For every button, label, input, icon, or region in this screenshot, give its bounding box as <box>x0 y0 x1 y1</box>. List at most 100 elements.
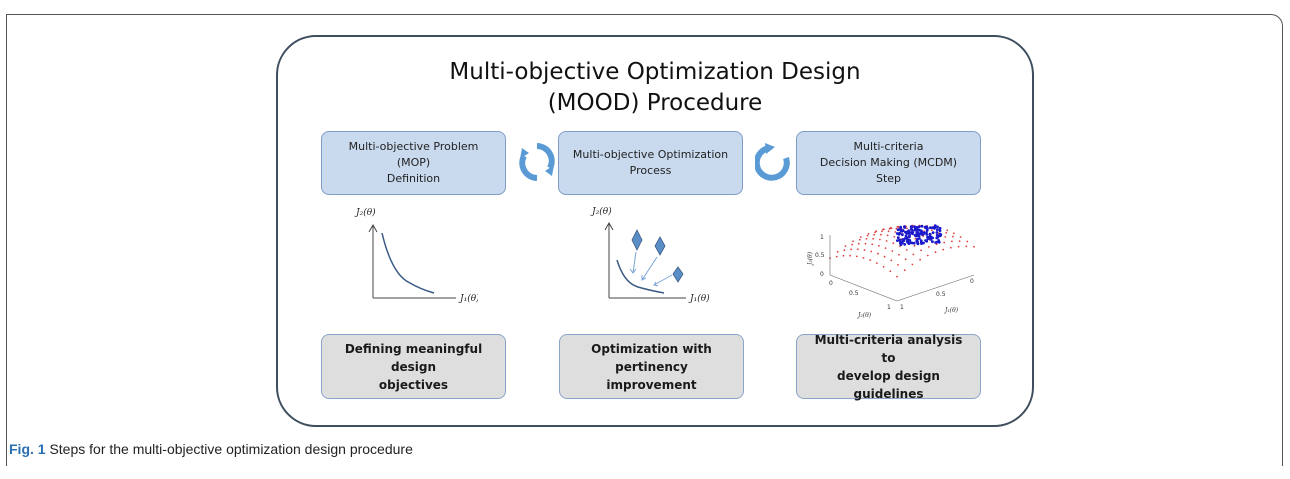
y-axis-label: J₂(θ) <box>590 206 612 217</box>
pareto-point <box>935 231 939 234</box>
surface-point <box>944 236 947 238</box>
surface-point <box>881 230 883 233</box>
result-label-line: pertinency improvement <box>606 359 697 392</box>
pareto-point <box>904 230 907 234</box>
pareto-point <box>938 229 942 233</box>
surface-point <box>906 227 908 230</box>
pareto-point <box>903 225 906 228</box>
pareto-point <box>896 228 900 232</box>
surface-point <box>882 228 884 231</box>
pareto-point <box>913 228 917 232</box>
pareto-point <box>912 241 916 245</box>
solution-diamond <box>672 266 684 283</box>
pareto-point <box>915 231 919 235</box>
surface-point <box>952 235 954 238</box>
caption-label: Fig. 1 <box>9 441 46 457</box>
step-optimization-process: Multi-objective Optimization Process <box>558 131 743 195</box>
pareto-point <box>916 242 920 246</box>
pareto-point <box>927 235 931 239</box>
surface-point <box>926 254 929 257</box>
surface-point <box>869 259 872 261</box>
pareto-point <box>935 228 939 232</box>
surface-point <box>865 238 868 240</box>
y-tick: 1 <box>900 304 904 311</box>
pareto-point <box>917 225 921 229</box>
figure-frame <box>6 14 1283 466</box>
y-axis-arrow <box>604 221 614 231</box>
surface-point <box>951 240 953 243</box>
pareto-point <box>901 233 904 237</box>
surface-point <box>844 245 847 247</box>
surface-point <box>882 265 885 268</box>
pareto-point <box>896 239 899 242</box>
step-label-line: Multi-objective Optimization <box>572 148 729 161</box>
z-tick: 0 <box>820 271 824 278</box>
surface-point <box>927 246 930 248</box>
surface-point <box>950 246 952 249</box>
surface-point <box>872 237 875 240</box>
surface-point <box>863 249 866 251</box>
pareto-point <box>918 237 921 240</box>
pareto-front-plot: J₂(θ) J₁(θ) <box>354 207 478 304</box>
surface-point <box>884 247 887 249</box>
surface-point <box>920 249 922 252</box>
improvement-arrow <box>653 274 673 286</box>
surface-point <box>879 238 881 241</box>
surface-point <box>889 270 892 273</box>
surface-point-cloud <box>829 224 975 278</box>
pareto-point <box>898 238 902 242</box>
x-axis-label: J₁(θ) <box>688 293 710 304</box>
optimization-plot: J₂(θ) J₁(θ) <box>590 206 710 304</box>
surface-point <box>878 244 880 247</box>
surface-point <box>919 258 921 261</box>
pareto-point <box>919 229 923 233</box>
surface-point <box>958 240 961 242</box>
x-tick: 0.5 <box>849 290 859 297</box>
surface-point <box>942 248 945 251</box>
pareto-point <box>931 231 935 234</box>
pareto-point <box>935 236 939 240</box>
pareto-point <box>905 236 909 240</box>
surface-point <box>859 236 862 238</box>
surface-point <box>858 238 861 241</box>
x-tick: 1 <box>887 304 891 311</box>
y-axis-label: J₂(θ) <box>354 207 376 218</box>
improvement-arrow-head <box>629 268 637 274</box>
surface-point <box>966 240 969 243</box>
cycle-arrow-icon <box>519 143 555 181</box>
solution-diamond <box>631 229 643 251</box>
surface-point <box>855 255 858 258</box>
improvement-arrow-head <box>641 275 647 281</box>
surface-point <box>866 234 869 237</box>
surface-point <box>883 255 886 258</box>
pareto-point <box>937 239 941 242</box>
surface-point <box>904 258 907 261</box>
pareto-point <box>913 225 916 229</box>
surface-point <box>896 226 899 228</box>
pareto-point <box>901 229 905 233</box>
title-line-1: Multi-objective Optimization Design <box>449 59 861 85</box>
step-label-line: Process <box>629 164 672 177</box>
result-pertinency: Optimization with pertinency improvement <box>559 334 744 399</box>
surface-point <box>914 237 917 240</box>
pareto-point <box>920 224 924 228</box>
pareto-point <box>926 227 929 230</box>
pareto-point <box>929 226 932 230</box>
surface-point <box>874 231 877 234</box>
step-label-line: Multi-criteria <box>853 140 924 153</box>
improvement-arrow <box>632 251 637 274</box>
surface-point <box>880 233 882 236</box>
surface-point <box>913 244 916 247</box>
pareto-point <box>910 227 913 231</box>
surface-point <box>862 257 865 259</box>
surface-point <box>870 250 873 253</box>
pareto-point <box>918 232 921 236</box>
pareto-point <box>901 238 905 241</box>
x-tick: 0 <box>829 280 833 287</box>
pareto-point-cluster <box>895 224 943 246</box>
y-axis-label: J₁(θ) <box>943 307 959 314</box>
surface-point <box>895 227 898 230</box>
x-axis-label: J₁(θ) <box>458 293 478 304</box>
surface-point <box>890 259 893 262</box>
pareto-point <box>938 234 942 238</box>
